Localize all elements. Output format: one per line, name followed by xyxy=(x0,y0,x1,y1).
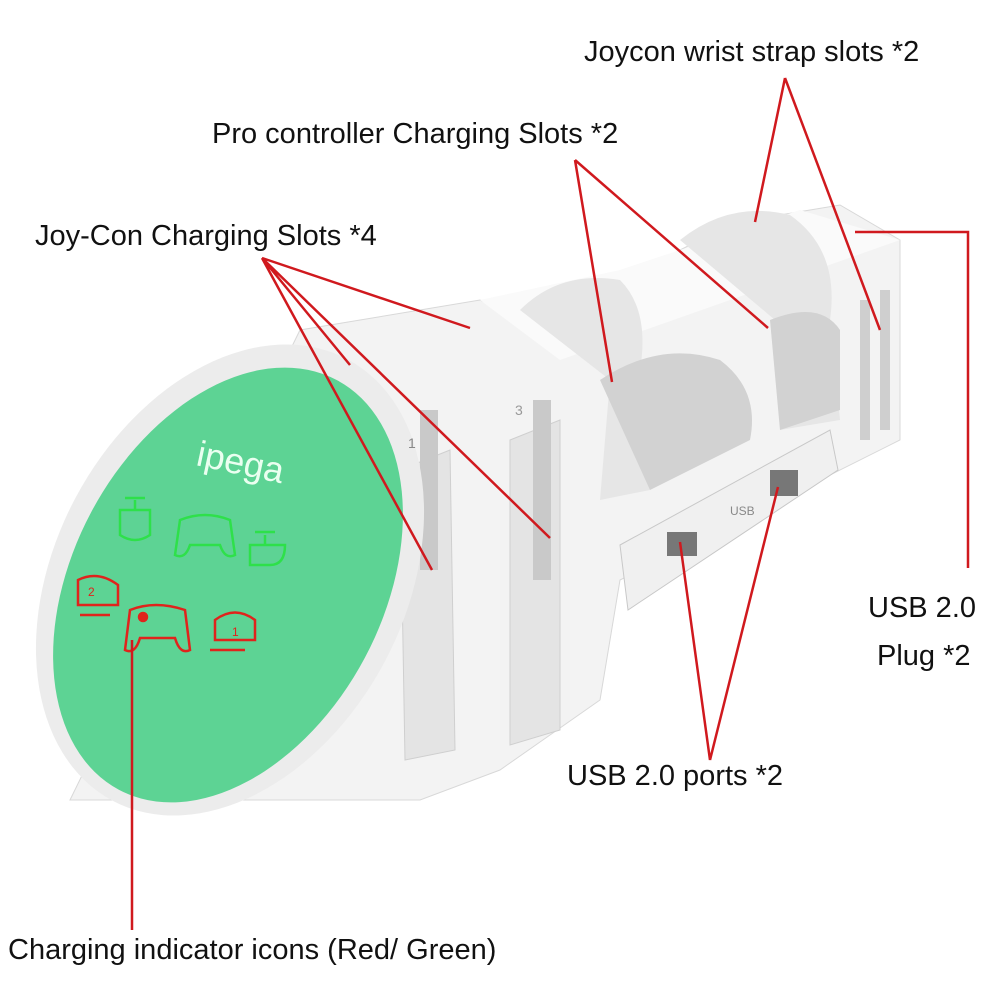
green-joycon-right-icon xyxy=(248,530,287,567)
usb-ports-label: USB 2.0 ports *2 xyxy=(567,760,783,792)
red-joycon-left-icon: 2 xyxy=(76,574,120,617)
green-pro-controller-icon xyxy=(173,513,237,558)
usb-plug-label-line2: Plug *2 xyxy=(877,640,971,672)
green-joycon-left-icon xyxy=(118,496,152,542)
slot-number-3: 3 xyxy=(515,402,523,418)
indicator-number-1: 1 xyxy=(232,625,239,639)
indicator-label: Charging indicator icons (Red/ Green) xyxy=(8,934,497,966)
indicator-icons: 2 1 xyxy=(76,496,287,653)
slot-number-1: 1 xyxy=(408,435,416,451)
joycon-slots-label: Joy-Con Charging Slots *4 xyxy=(35,220,377,252)
callout-lines xyxy=(130,77,970,930)
indicator-panel xyxy=(53,367,403,803)
indicator-number-2: 2 xyxy=(88,585,95,599)
usb-plug-label-line1: USB 2.0 xyxy=(868,592,976,624)
pro-slots-label: Pro controller Charging Slots *2 xyxy=(212,118,619,150)
red-joycon-right-icon: 1 xyxy=(210,611,257,652)
usb-port-label: USB xyxy=(730,504,755,518)
wrist-strap-label: Joycon wrist strap slots *2 xyxy=(584,36,920,68)
usb-port-2 xyxy=(770,470,798,496)
